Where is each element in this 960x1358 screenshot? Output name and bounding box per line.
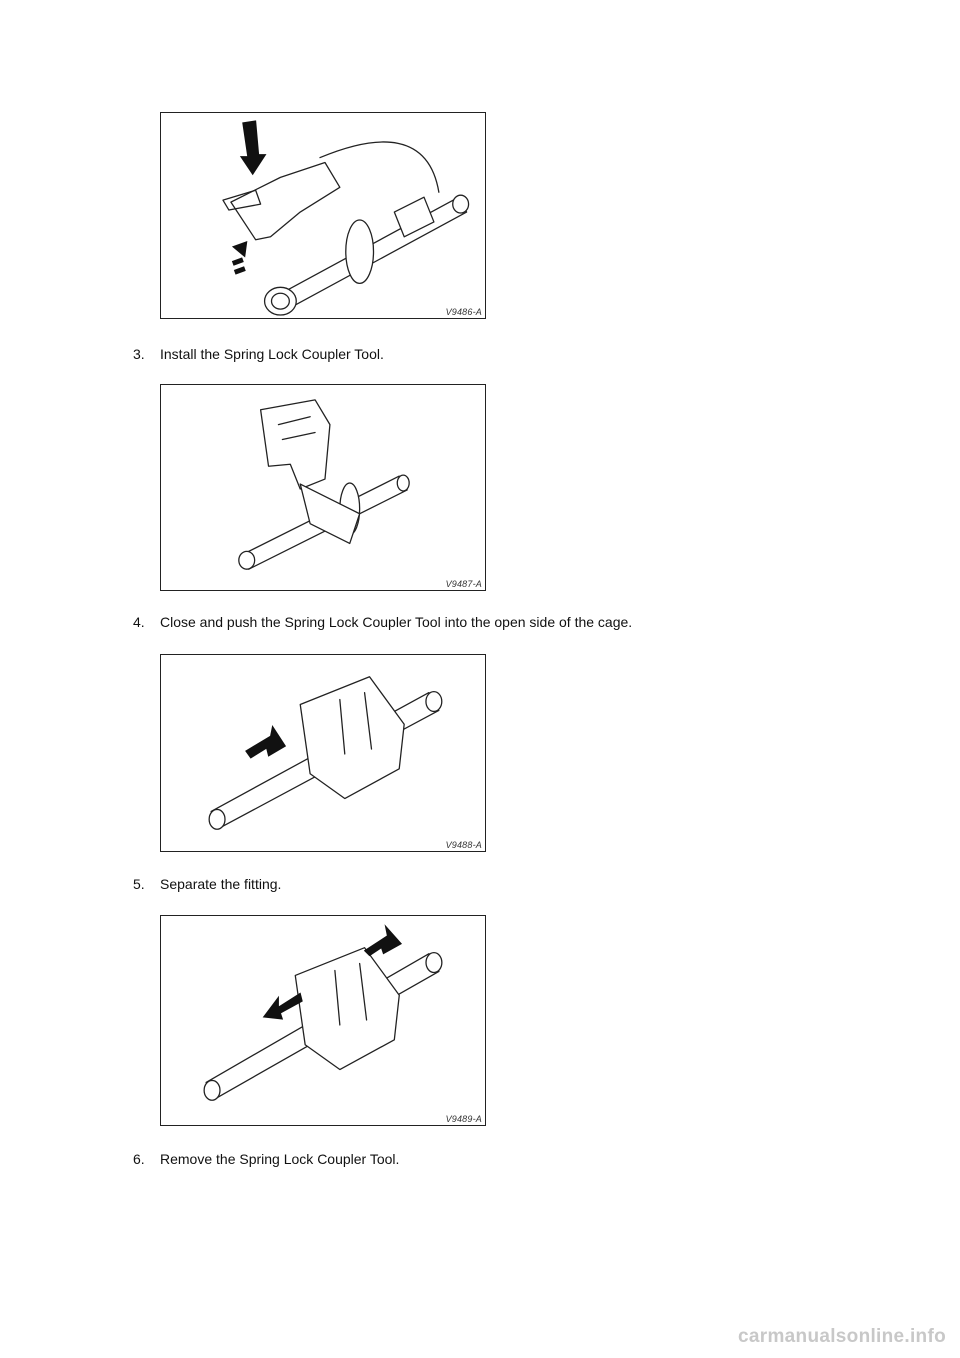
illustration-separate-fitting [203, 924, 443, 1101]
step-number: 4. [133, 614, 145, 630]
figure-v9488: V9488-A [160, 654, 486, 852]
figure-v9486: V9486-A [160, 112, 486, 319]
figure-v9489: V9489-A [160, 915, 486, 1126]
step-text: Close and push the Spring Lock Coupler T… [160, 614, 633, 630]
step-5: 5. Separate the fitting. [133, 875, 281, 893]
figure-code: V9488-A [445, 840, 482, 850]
step-number: 3. [133, 346, 145, 362]
step-text: Install the Spring Lock Coupler Tool. [160, 346, 384, 362]
step-6: 6. Remove the Spring Lock Coupler Tool. [133, 1150, 399, 1168]
step-4: 4. Close and push the Spring Lock Coupler… [133, 613, 632, 631]
illustration-tool-push [208, 676, 443, 830]
illustration-tool-open [238, 399, 410, 570]
illustration-tool-install [222, 120, 470, 316]
step-3: 3. Install the Spring Lock Coupler Tool. [133, 345, 384, 363]
step-number: 6. [133, 1151, 145, 1167]
figure-code: V9489-A [445, 1114, 482, 1124]
figure-code: V9487-A [445, 579, 482, 589]
step-number: 5. [133, 876, 145, 892]
watermark: carmanualsonline.info [738, 1326, 946, 1347]
figure-code: V9486-A [445, 307, 482, 317]
figure-v9487: V9487-A [160, 384, 486, 591]
step-text: Separate the fitting. [160, 876, 282, 892]
step-text: Remove the Spring Lock Coupler Tool. [160, 1151, 400, 1167]
